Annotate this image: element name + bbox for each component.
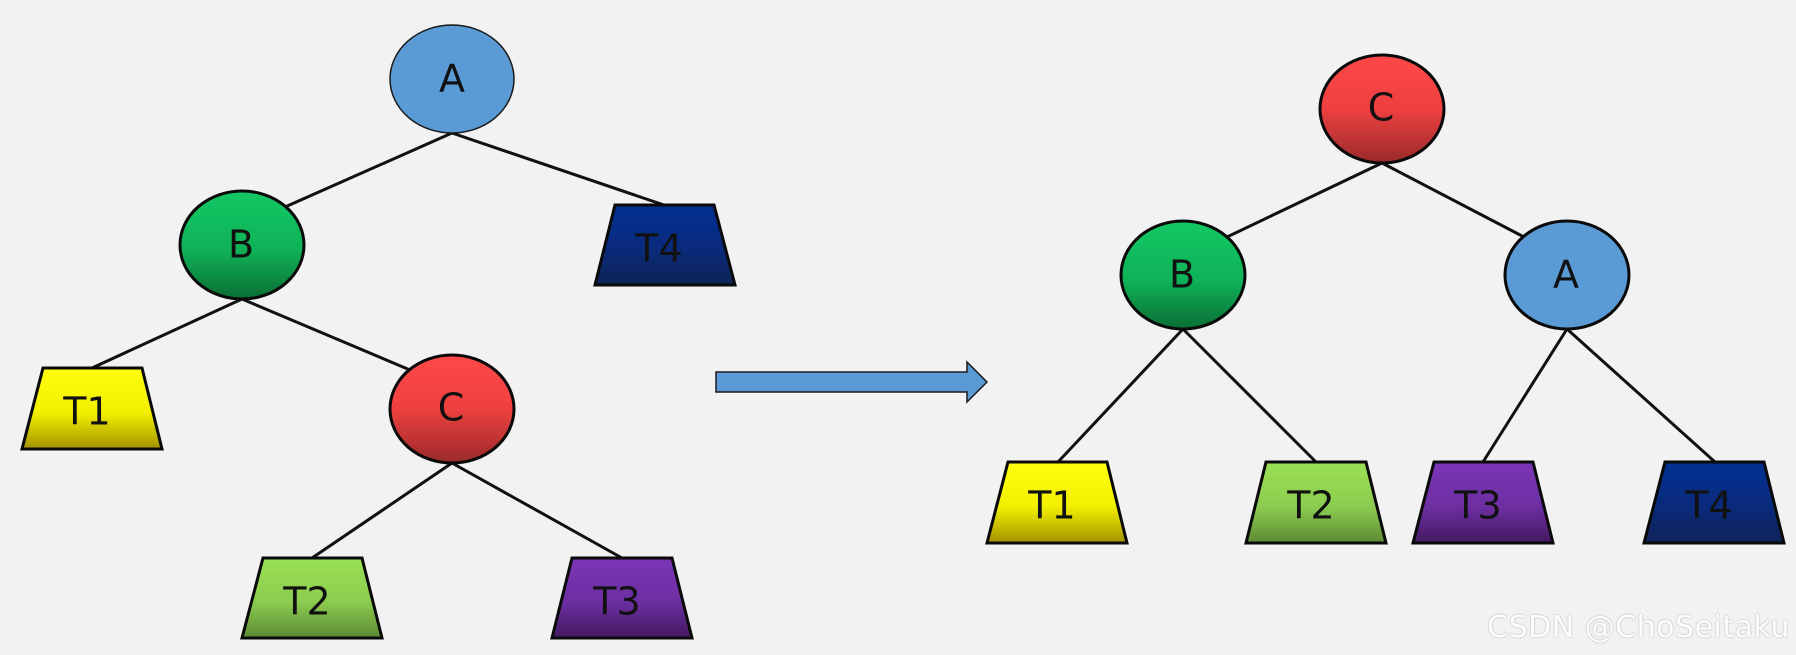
right-arrow-icon [715,360,989,404]
right-subtree-t4: T4 [1642,460,1786,545]
right-edge-b-t2 [1181,327,1318,464]
right-edge-c-a [1381,161,1525,239]
right-node-a: A [1503,219,1631,331]
right-subtree-t1-label: T1 [1027,484,1075,528]
left-edge-b-t1 [91,297,243,370]
watermark-text: CSDN @ChoSeitaku [1487,610,1790,645]
right-subtree-t3-label: T3 [1453,484,1501,528]
left-edge-a-b [284,131,453,209]
left-edge-a-t4 [451,131,665,207]
right-subtree-t2-label: T2 [1286,484,1334,528]
left-node-b-label: B [228,223,254,267]
left-edge-c-t3 [451,461,623,560]
left-node-a-label: A [439,57,465,101]
left-subtree-t3: T3 [550,556,694,640]
right-edge-a-t4 [1565,327,1717,464]
left-subtree-t3-label: T3 [592,580,640,624]
right-node-a-label: A [1553,253,1579,297]
right-edge-a-t3 [1481,328,1569,463]
right-subtree-t1: T1 [985,460,1129,545]
transform-arrow [715,360,989,404]
right-node-c-label: C [1368,86,1395,130]
right-node-c: C [1318,53,1446,165]
right-subtree-t2: T2 [1244,460,1388,545]
left-subtree-t2-label: T2 [282,580,330,624]
left-node-c-label: C [438,386,465,430]
right-node-b-label: B [1169,253,1195,297]
left-subtree-t4-label: T4 [634,227,682,271]
left-node-c: C [388,353,516,465]
right-node-b: B [1119,219,1247,331]
left-tree: A B C T4 T1 [20,24,737,640]
left-subtree-t4: T4 [593,203,737,287]
left-node-a: A [389,24,515,134]
left-node-b: B [178,189,306,301]
right-edge-b-t1 [1056,327,1185,464]
left-subtree-t1-label: T1 [62,390,110,434]
right-tree: C B A T1 T2 [985,53,1786,545]
right-subtree-t4-label: T4 [1684,484,1732,528]
left-subtree-t1: T1 [20,366,164,451]
right-edge-c-b [1226,161,1383,239]
left-edge-c-t2 [311,461,453,560]
left-edge-b-c [241,297,411,372]
left-subtree-t2: T2 [240,556,384,640]
right-subtree-t3: T3 [1411,460,1555,545]
